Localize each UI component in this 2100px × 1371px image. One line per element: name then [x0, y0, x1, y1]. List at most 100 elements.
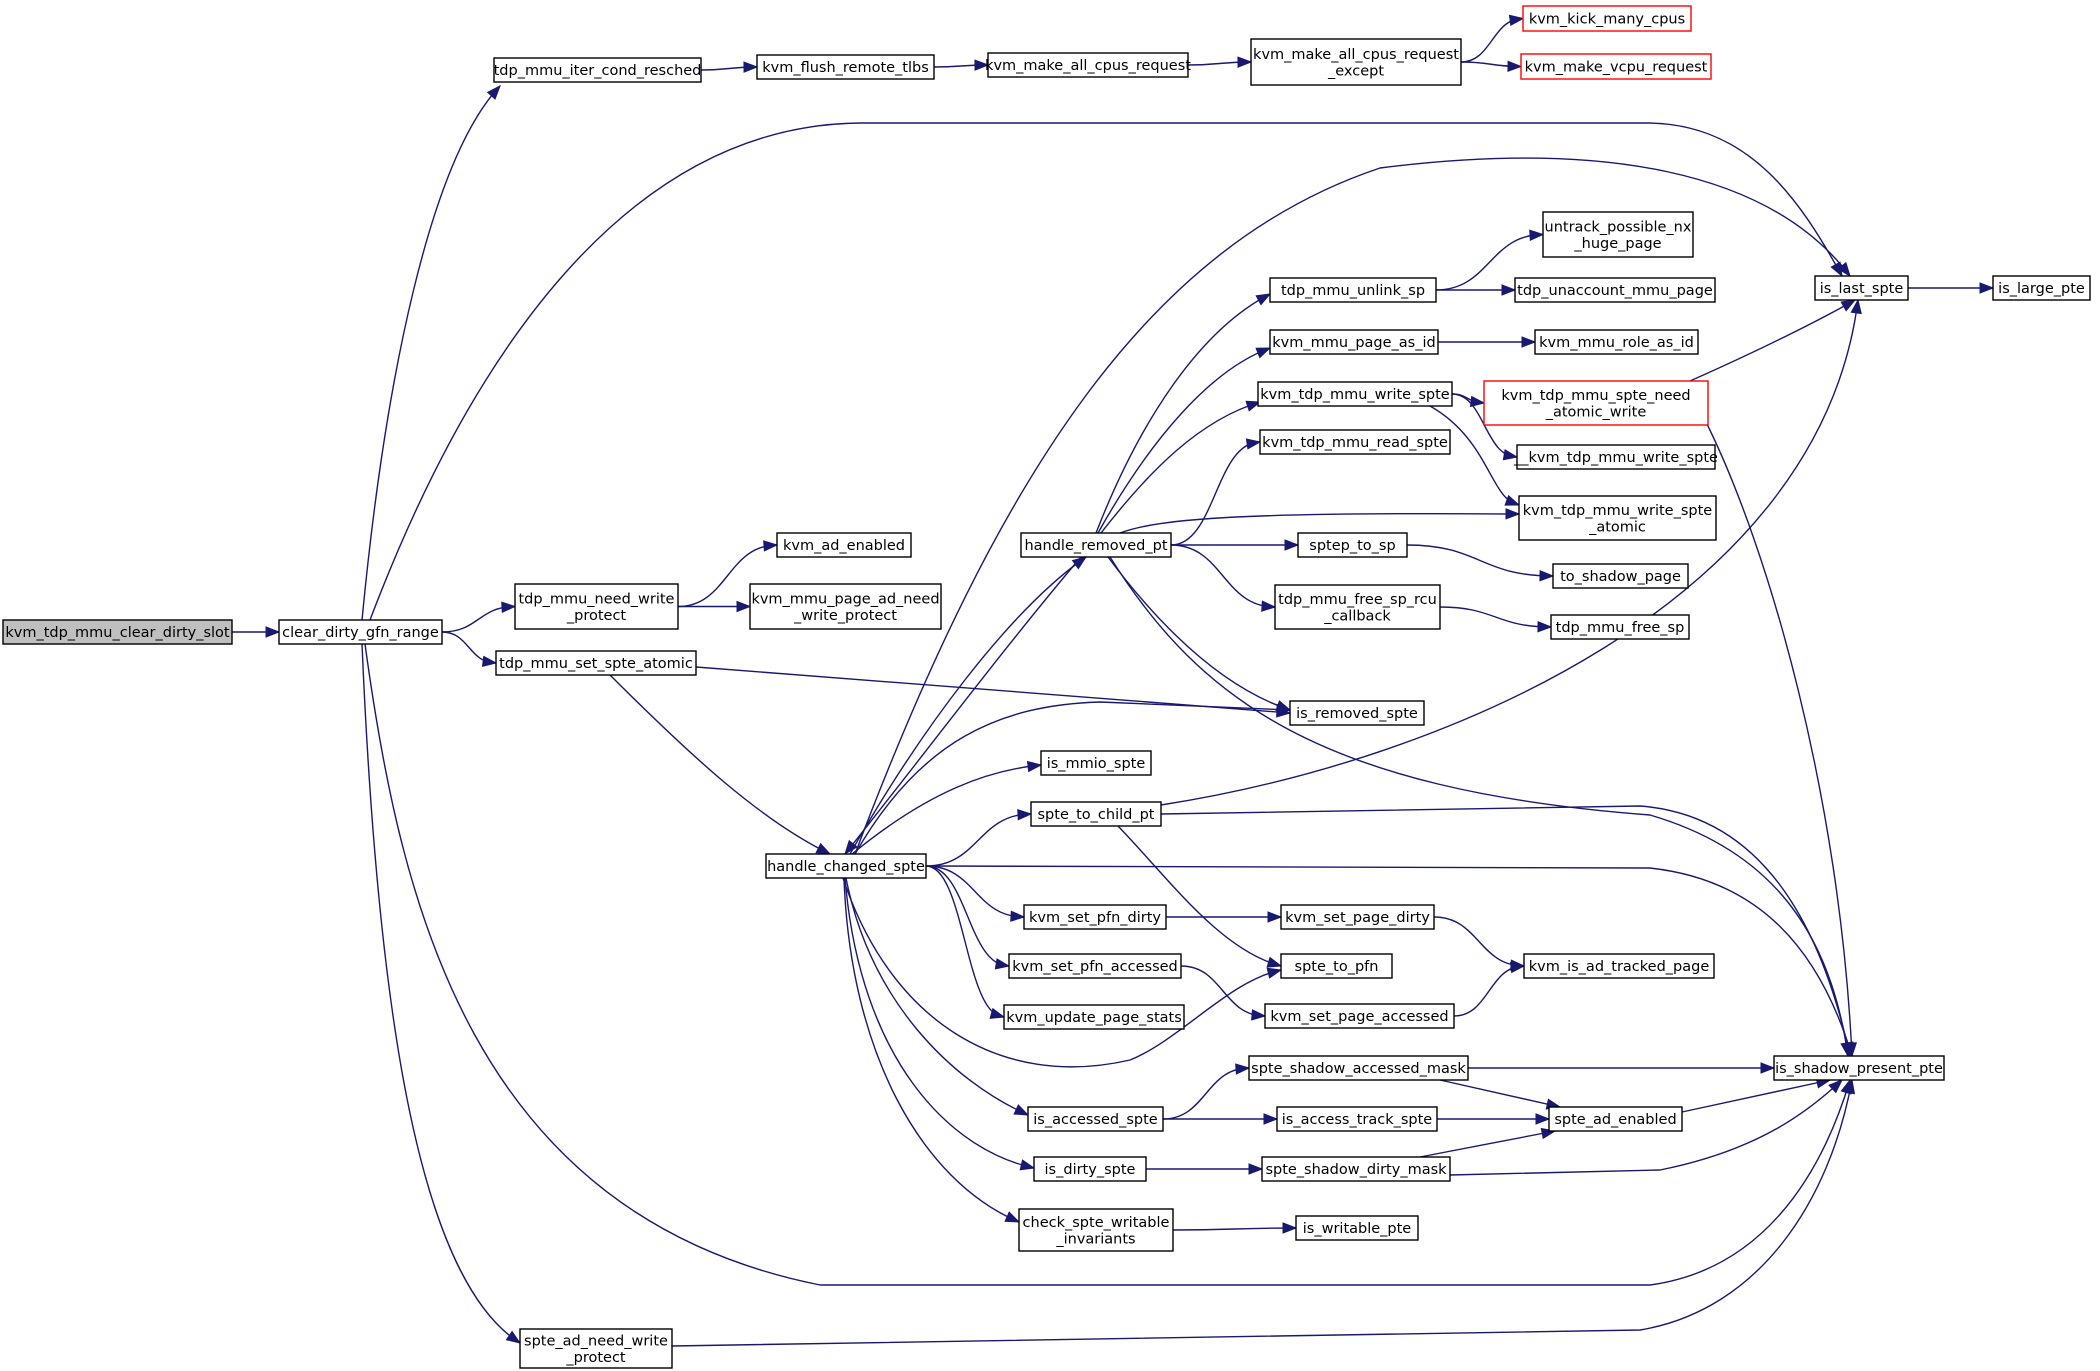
edge-line: [609, 674, 831, 855]
node-box: [2, 619, 233, 645]
edge-line: [1170, 441, 1261, 546]
function-node-is_writable_pte[interactable]: is_writable_pte: [1295, 1215, 1419, 1241]
node-label: kvm_mmu_page_ad_need: [751, 591, 939, 607]
call-edge-tdp_mmu_need_write_protect-to-kvm_ad_enabled: [677, 540, 779, 608]
node-label: kvm_tdp_mmu_spte_need: [1501, 388, 1690, 404]
function-node-kvm_flush_remote_tlbs[interactable]: kvm_flush_remote_tlbs: [756, 54, 935, 80]
function-node-kvm_mmu_page_ad_need_write_protect[interactable]: kvm_mmu_page_ad_need_write_protect: [749, 583, 942, 630]
function-node-__kvm_tdp_mmu_write_spte[interactable]: __kvm_tdp_mmu_write_spte: [1513, 444, 1718, 470]
arrowhead-icon: [505, 1330, 522, 1344]
function-node-tdp_unaccount_mmu_page[interactable]: tdp_unaccount_mmu_page: [1514, 277, 1716, 303]
arrowhead-icon: [1828, 1079, 1844, 1094]
function-node-spte_shadow_dirty_mask[interactable]: spte_shadow_dirty_mask: [1261, 1156, 1451, 1182]
function-node-clear_dirty_gfn_range[interactable]: clear_dirty_gfn_range: [278, 619, 443, 645]
call-edge-clear_dirty_gfn_range-to-tdp_mmu_iter_cond_resched: [361, 84, 501, 621]
function-node-tdp_mmu_free_sp[interactable]: tdp_mmu_free_sp: [1550, 614, 1690, 640]
arrowhead-icon: [1537, 621, 1553, 633]
call-edge-is_access_track_spte-to-spte_ad_enabled: [1437, 1113, 1551, 1125]
function-node-kvm_set_page_dirty[interactable]: kvm_set_page_dirty: [1280, 904, 1435, 930]
function-node-kvm_set_pfn_dirty[interactable]: kvm_set_pfn_dirty: [1023, 904, 1167, 930]
function-node-kvm_tdp_mmu_read_spte[interactable]: kvm_tdp_mmu_read_spte: [1259, 429, 1451, 455]
function-node-tdp_mmu_iter_cond_resched[interactable]: tdp_mmu_iter_cond_resched: [493, 57, 702, 83]
node-box: [514, 583, 679, 630]
arrowhead-icon: [1840, 299, 1857, 312]
node-label: kvm_set_pfn_accessed: [1012, 959, 1178, 975]
function-node-kvm_is_ad_tracked_page[interactable]: kvm_is_ad_tracked_page: [1523, 953, 1715, 979]
function-node-kvm_make_vcpu_request[interactable]: kvm_make_vcpu_request: [1520, 53, 1712, 80]
node-label: kvm_kick_many_cpus: [1529, 12, 1685, 28]
function-node-tdp_mmu_set_spte_atomic[interactable]: tdp_mmu_set_spte_atomic: [495, 650, 697, 676]
edge-line: [844, 556, 1082, 855]
node-label: check_spte_writable: [1023, 1215, 1170, 1231]
arrowhead-icon: [1841, 1041, 1853, 1058]
function-node-is_mmio_spte[interactable]: is_mmio_spte: [1040, 750, 1152, 776]
function-node-is_accessed_spte[interactable]: is_accessed_spte: [1027, 1106, 1164, 1132]
function-node-is_dirty_spte[interactable]: is_dirty_spte: [1033, 1156, 1147, 1182]
node-box: [1483, 380, 1709, 426]
arrowhead-icon: [1539, 570, 1555, 582]
arrowhead-icon: [481, 655, 498, 667]
function-node-kvm_set_page_accessed[interactable]: kvm_set_page_accessed: [1264, 1003, 1455, 1029]
node-box: [278, 619, 443, 645]
function-node-spte_ad_enabled[interactable]: spte_ad_enabled: [1548, 1106, 1683, 1132]
function-node-kvm_ad_enabled[interactable]: kvm_ad_enabled: [776, 532, 912, 558]
node-label: _protect: [566, 608, 627, 624]
node-label: kvm_tdp_mmu_read_spte: [1262, 435, 1448, 451]
function-node-kvm_make_all_cpus_request[interactable]: kvm_make_all_cpus_request: [985, 52, 1191, 78]
arrowhead-icon: [265, 626, 281, 638]
function-node-kvm_make_all_cpus_request_except[interactable]: kvm_make_all_cpus_request_except: [1250, 38, 1462, 86]
function-node-kvm_mmu_page_as_id[interactable]: kvm_mmu_page_as_id: [1269, 329, 1439, 355]
arrowhead-icon: [1237, 56, 1253, 68]
function-node-tdp_mmu_need_write_protect[interactable]: tdp_mmu_need_write_protect: [514, 583, 679, 630]
function-node-sptep_to_sp[interactable]: sptep_to_sp: [1297, 532, 1408, 558]
function-node-untrack_possible_nx_huge_page[interactable]: untrack_possible_nx_huge_page: [1542, 211, 1694, 258]
function-node-kvm_mmu_role_as_id[interactable]: kvm_mmu_role_as_id: [1534, 329, 1699, 355]
function-node-handle_changed_spte[interactable]: handle_changed_spte: [765, 853, 927, 879]
function-node-is_removed_spte[interactable]: is_removed_spte: [1289, 700, 1425, 726]
function-node-to_shadow_page[interactable]: to_shadow_page: [1552, 563, 1689, 589]
arrowhead-icon: [1760, 1062, 1776, 1074]
function-node-handle_removed_pt[interactable]: handle_removed_pt: [1020, 532, 1172, 558]
node-box: [1250, 38, 1462, 86]
function-node-kvm_kick_many_cpus[interactable]: kvm_kick_many_cpus: [1522, 5, 1692, 32]
function-node-spte_shadow_accessed_mask[interactable]: spte_shadow_accessed_mask: [1248, 1055, 1469, 1081]
node-box: [495, 650, 697, 676]
function-node-tdp_mmu_free_sp_rcu_callback[interactable]: tdp_mmu_free_sp_rcu_callback: [1274, 584, 1441, 630]
function-node-kvm_tdp_mmu_write_spte[interactable]: kvm_tdp_mmu_write_spte: [1257, 381, 1453, 407]
edge-line: [1689, 299, 1856, 382]
node-label: spte_ad_enabled: [1554, 1112, 1676, 1128]
node-label: kvm_update_page_stats: [1006, 1010, 1182, 1026]
arrowhead-icon: [743, 61, 759, 73]
function-node-spte_ad_need_write_protect[interactable]: spte_ad_need_write_protect: [519, 1328, 673, 1369]
node-label: is_removed_spte: [1296, 706, 1418, 722]
node-label: __kvm_tdp_mmu_write_spte: [1513, 450, 1718, 466]
function-node-kvm_tdp_mmu_write_spte_atomic[interactable]: kvm_tdp_mmu_write_spte_atomic: [1518, 495, 1717, 541]
arrowhead-icon: [1266, 967, 1283, 979]
function-node-spte_to_child_pt[interactable]: spte_to_child_pt: [1030, 801, 1162, 827]
edge-line: [361, 85, 501, 621]
function-node-kvm_update_page_stats[interactable]: kvm_update_page_stats: [1003, 1004, 1185, 1030]
function-node-is_access_track_spte[interactable]: is_access_track_spte: [1276, 1106, 1438, 1132]
function-node-spte_to_pfn[interactable]: spte_to_pfn: [1280, 953, 1393, 979]
function-nodes: kvm_tdp_mmu_clear_dirty_slot clear_dirty_…: [2, 5, 2091, 1369]
call-edge-handle_changed_spte-to-is_removed_spte: [854, 701, 1292, 855]
arrowhead-icon: [1251, 1009, 1267, 1021]
function-node-kvm_tdp_mmu_clear_dirty_slot[interactable]: kvm_tdp_mmu_clear_dirty_slot: [2, 619, 233, 645]
function-node-tdp_mmu_unlink_sp[interactable]: tdp_mmu_unlink_sp: [1269, 277, 1437, 303]
function-node-kvm_tdp_mmu_spte_need_atomic_write[interactable]: kvm_tdp_mmu_spte_need_atomic_write: [1483, 380, 1709, 426]
function-node-kvm_set_pfn_accessed[interactable]: kvm_set_pfn_accessed: [1008, 953, 1182, 979]
node-label: clear_dirty_gfn_range: [282, 625, 439, 641]
arrowhead-icon: [1275, 700, 1292, 711]
arrowhead-icon: [1521, 336, 1537, 348]
arrowhead-icon: [1850, 298, 1862, 315]
node-label: is_large_pte: [1998, 281, 2085, 297]
function-node-is_shadow_present_pte[interactable]: is_shadow_present_pte: [1773, 1055, 1945, 1081]
arrowhead-icon: [844, 839, 858, 856]
edge-line: [1433, 916, 1525, 967]
node-label: kvm_set_pfn_dirty: [1029, 910, 1161, 926]
function-node-is_large_pte[interactable]: is_large_pte: [1992, 275, 2091, 301]
call-edge-spte_shadow_accessed_mask-to-spte_ad_enabled: [1439, 1079, 1562, 1110]
call-edge-tdp_mmu_iter_cond_resched-to-kvm_flush_remote_tlbs: [700, 61, 759, 73]
function-node-check_spte_writable_invariants[interactable]: check_spte_writable_invariants: [1018, 1208, 1174, 1252]
function-node-is_last_spte[interactable]: is_last_spte: [1814, 275, 1909, 301]
